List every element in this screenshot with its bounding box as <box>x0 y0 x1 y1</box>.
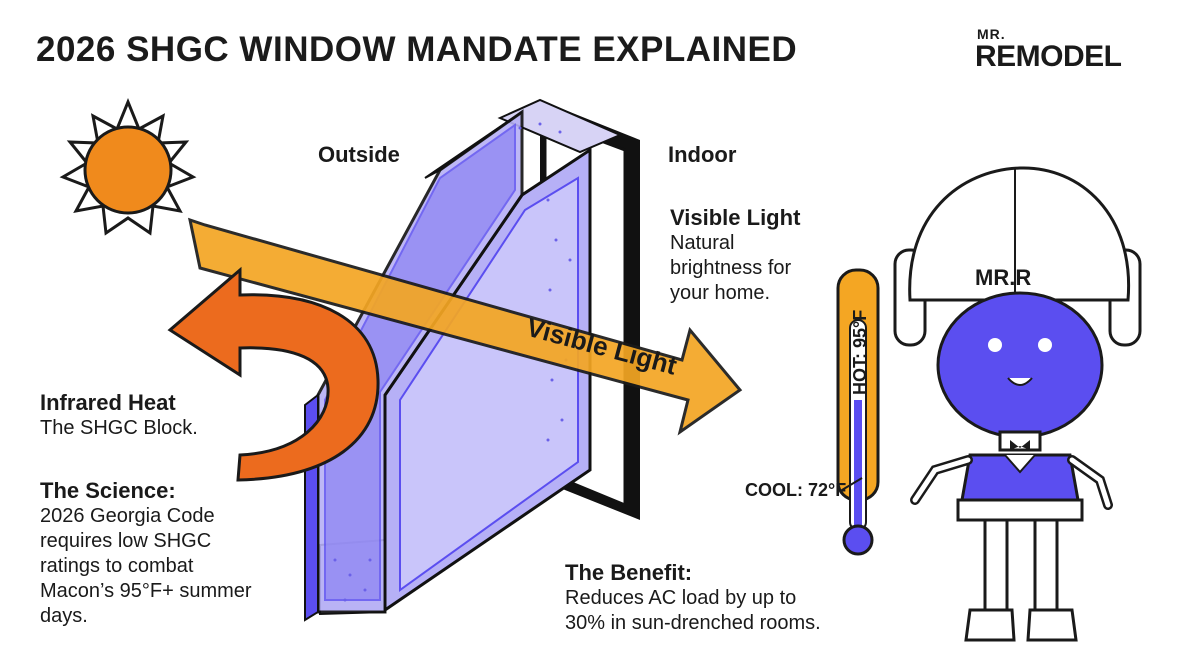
outside-label: Outside <box>318 142 400 167</box>
science-line-1: 2026 Georgia Code <box>40 505 215 527</box>
mascot-face <box>936 291 1104 439</box>
benefit-callout: The Benefit: Reduces AC load by up to 30… <box>565 560 895 636</box>
visible-light-heading: Visible Light <box>670 205 801 230</box>
double-pane-window <box>304 98 640 622</box>
science-callout: The Science: 2026 Georgia Code requires … <box>40 478 300 629</box>
infrared-callout: Infrared Heat The SHGC Block. <box>40 390 270 441</box>
science-heading: The Science: <box>40 478 176 503</box>
logo-main-text: REMODEL <box>975 40 1122 73</box>
infrared-heading: Infrared Heat <box>40 390 176 415</box>
science-line-2: requires low SHGC <box>40 530 212 552</box>
science-line-5: days. <box>40 605 88 627</box>
infrared-heat-arrow <box>167 266 380 482</box>
brand-logo: MR. REMODEL <box>975 26 1175 86</box>
benefit-heading: The Benefit: <box>565 560 693 585</box>
visible-light-line-3: your home. <box>670 282 771 304</box>
logo-top-text: MR. <box>977 26 1006 42</box>
visible-light-line-1: Natural <box>670 232 735 254</box>
science-line-3: ratings to combat <box>40 555 194 577</box>
cool-reading: COOL: 72°F <box>745 480 847 500</box>
helmet-label: MR.R <box>975 265 1031 290</box>
sun-icon <box>59 98 197 236</box>
science-line-4: Macon’s 95°F+ summer <box>40 580 252 602</box>
thermometer-icon: HOT: 95°F <box>836 268 880 556</box>
hot-reading: HOT: 95°F <box>850 310 870 395</box>
indoor-label: Indoor <box>668 142 737 167</box>
page-title: 2026 SHGC WINDOW MANDATE EXPLAINED <box>36 30 798 69</box>
benefit-line-2: 30% in sun-drenched rooms. <box>565 612 821 634</box>
hard-hat <box>908 166 1131 302</box>
benefit-line-1: Reduces AC load by up to <box>565 587 797 609</box>
infrared-text: The SHGC Block. <box>40 417 198 439</box>
visible-light-line-2: brightness for <box>670 257 792 279</box>
mascot-robot: MR.R HOT: 95°F <box>836 166 1142 642</box>
visible-light-callout: Visible Light Natural brightness for you… <box>670 205 860 306</box>
